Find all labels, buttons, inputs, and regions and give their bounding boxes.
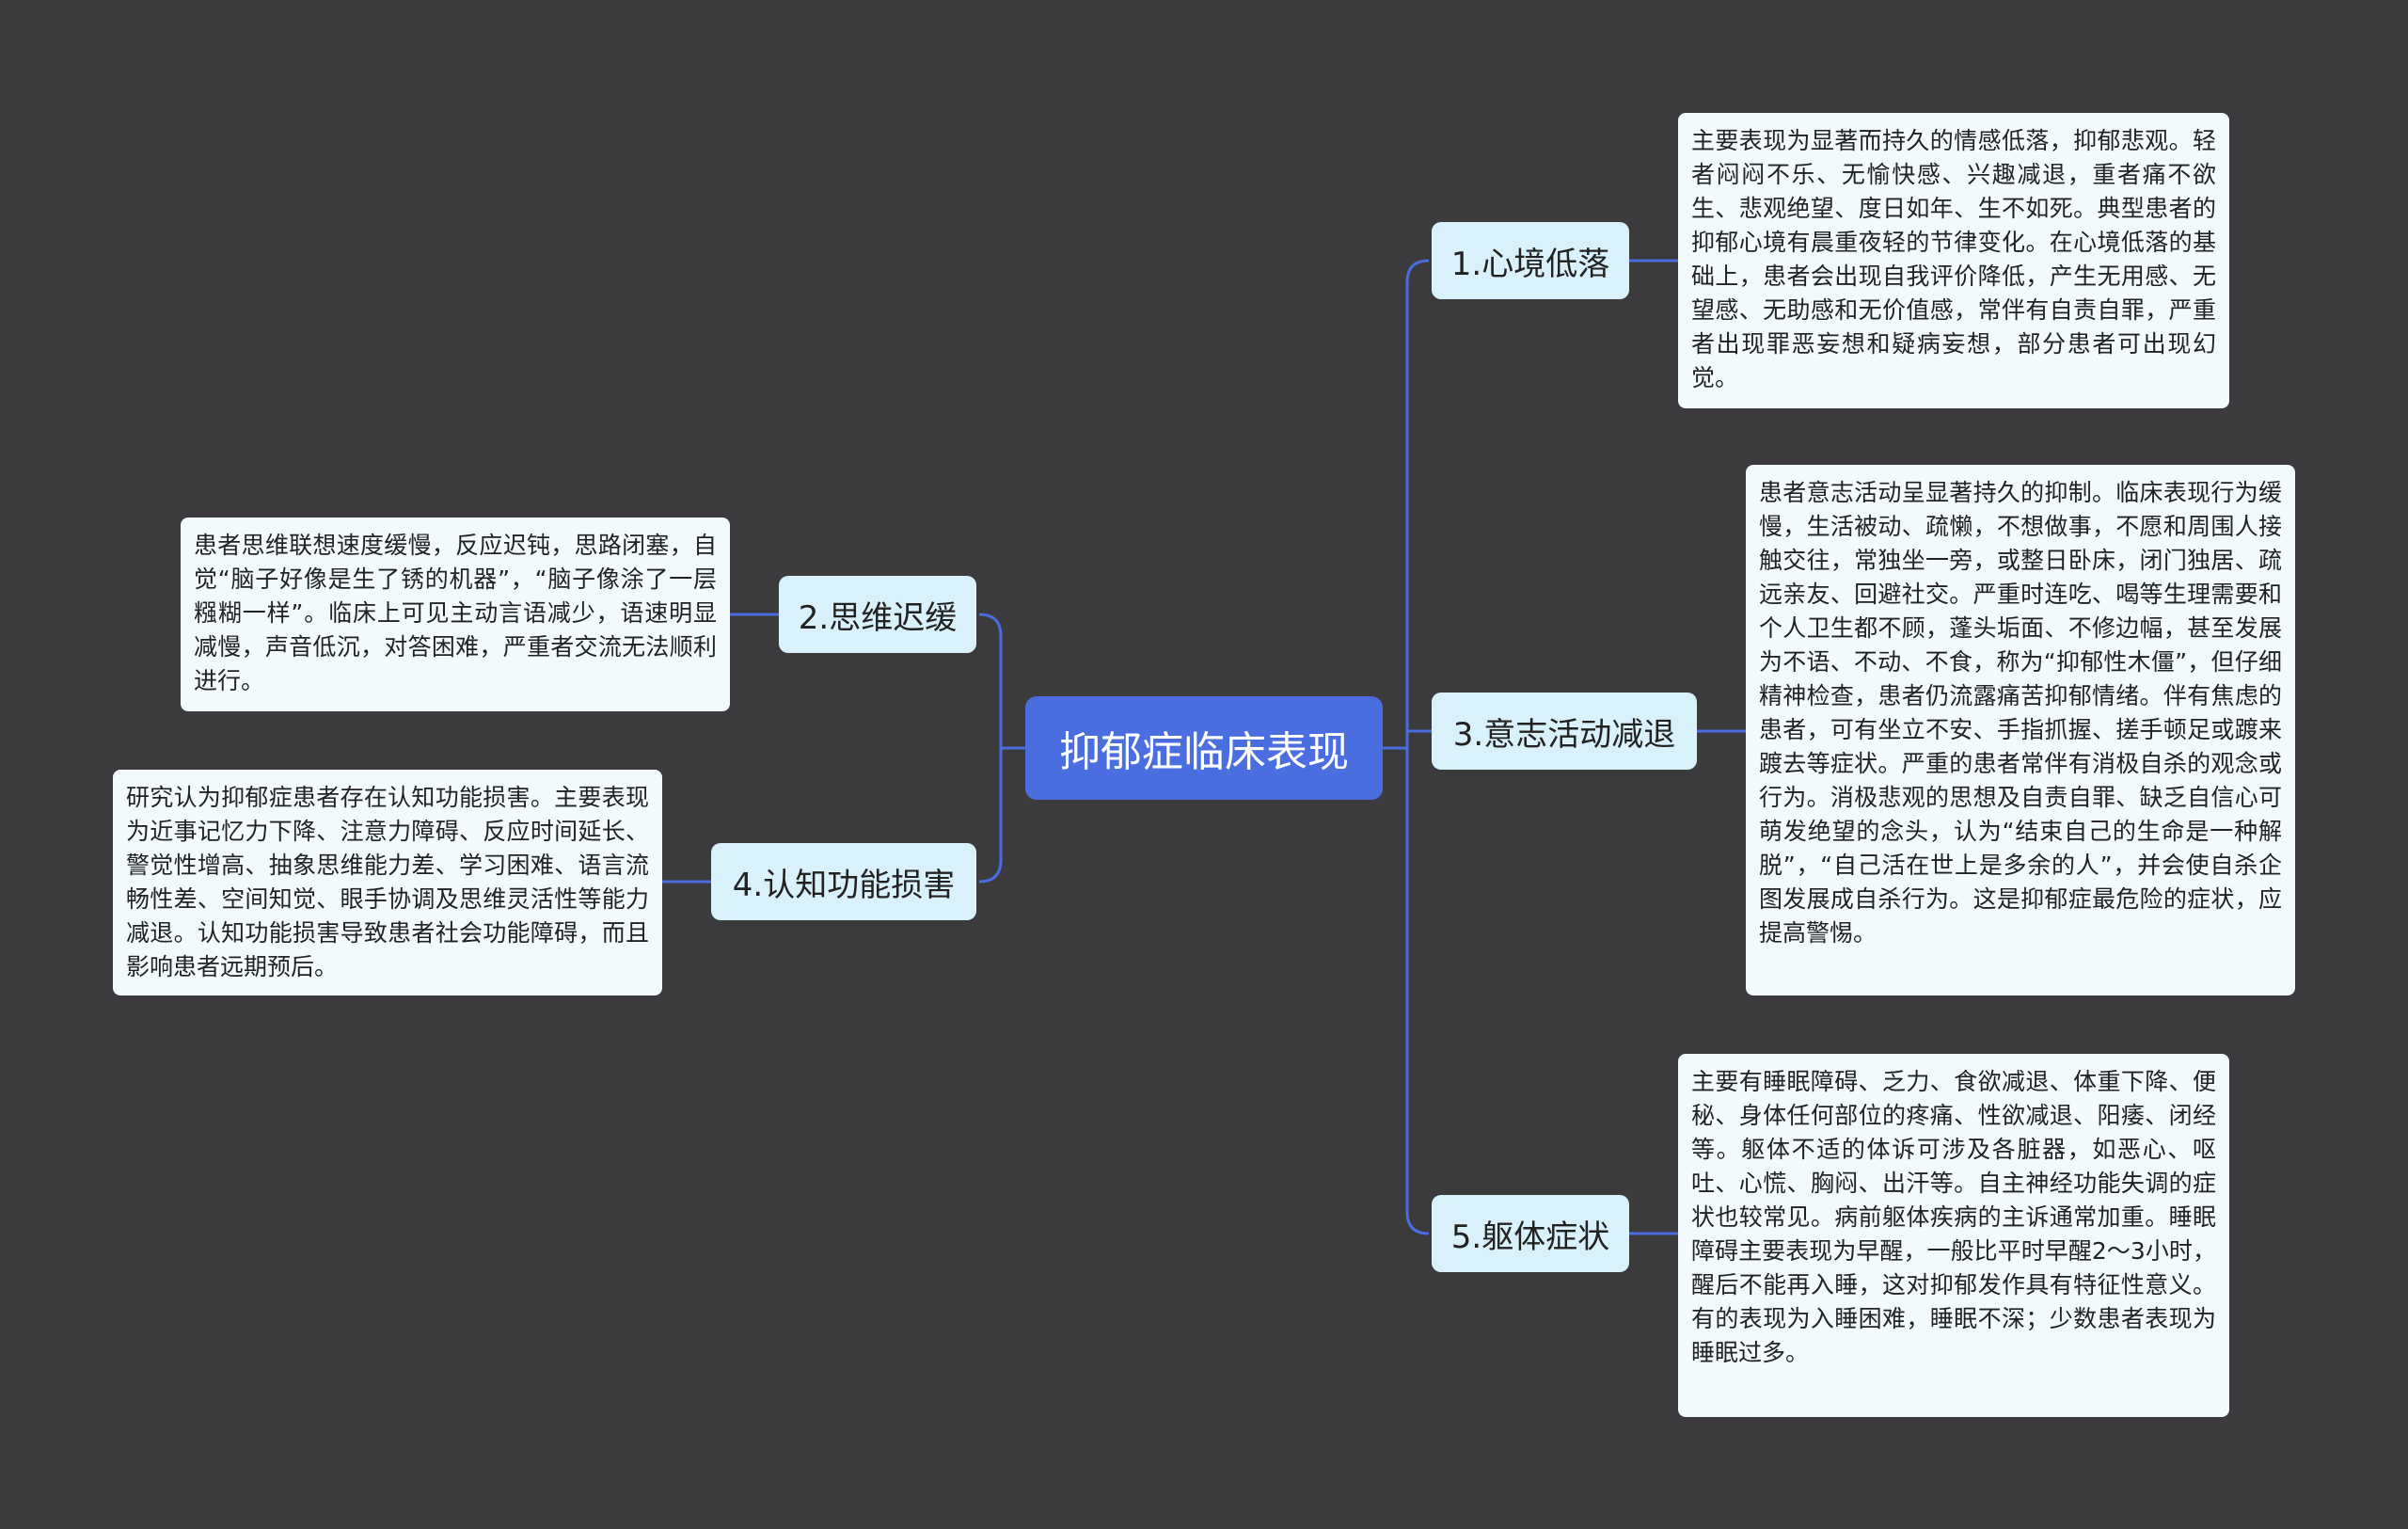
branch-topic-4[interactable]: 4.认知功能损害 [711,843,976,920]
connector-left-trunk [978,613,1003,884]
detail-note-1[interactable]: 主要表现为显著而持久的情感低落，抑郁悲观。轻者闷闷不乐、无愉快感、兴趣减退，重者… [1678,113,2229,408]
detail-note-4[interactable]: 研究认为抑郁症患者存在认知功能损害。主要表现为近事记忆力下降、注意力障碍、反应时… [113,770,662,995]
branch-topic-5[interactable]: 5.躯体症状 [1432,1195,1629,1272]
detail-note-2[interactable]: 患者思维联想速度缓慢，反应迟钝，思路闭塞，自觉“脑子好像是生了锈的机器”，“脑子… [181,518,730,711]
detail-note-5[interactable]: 主要有睡眠障碍、乏力、食欲减退、体重下降、便秘、身体任何部位的疼痛、性欲减退、阳… [1678,1054,2229,1417]
root-topic[interactable]: 抑郁症临床表现 [1025,696,1383,800]
branch-topic-1[interactable]: 1.心境低落 [1432,222,1629,299]
branch-topic-3[interactable]: 3.意志活动减退 [1432,693,1697,770]
connector-right-trunk [1405,259,1430,1235]
detail-note-3[interactable]: 患者意志活动呈显著持久的抑制。临床表现行为缓慢，生活被动、疏懒，不想做事，不愿和… [1746,465,2295,995]
branch-topic-2[interactable]: 2.思维迟缓 [779,576,976,653]
